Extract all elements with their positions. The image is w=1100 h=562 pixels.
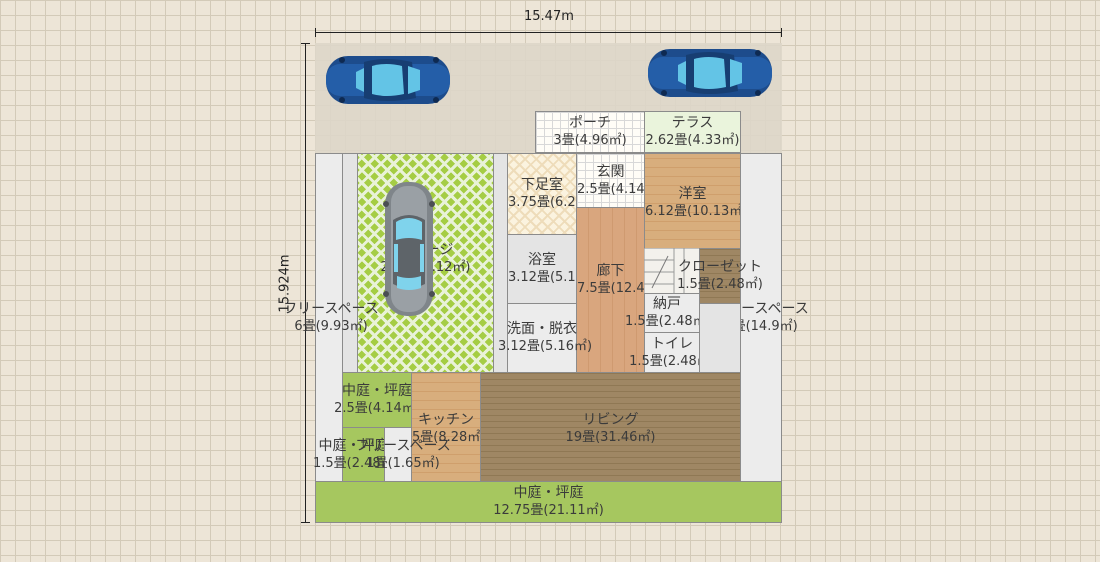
car-icon [383,182,435,316]
width-dimension-tick-right [781,28,782,37]
height-dimension-line [305,43,306,523]
width-dimension-line [315,32,782,33]
width-dimension-label: 15.47m [524,9,574,24]
garage-gap [493,153,508,373]
car-icon [326,56,450,104]
room-free-space-left-label: フリースペース 6畳(9.93㎡) [283,301,379,334]
width-dimension-tick-left [315,28,316,37]
toilet-side [699,303,741,373]
height-dimension-tick-top [301,43,310,44]
staircase [644,248,700,294]
side-strip-left [342,153,358,373]
height-dimension-tick-bottom [301,522,310,523]
car-icon [648,49,772,97]
